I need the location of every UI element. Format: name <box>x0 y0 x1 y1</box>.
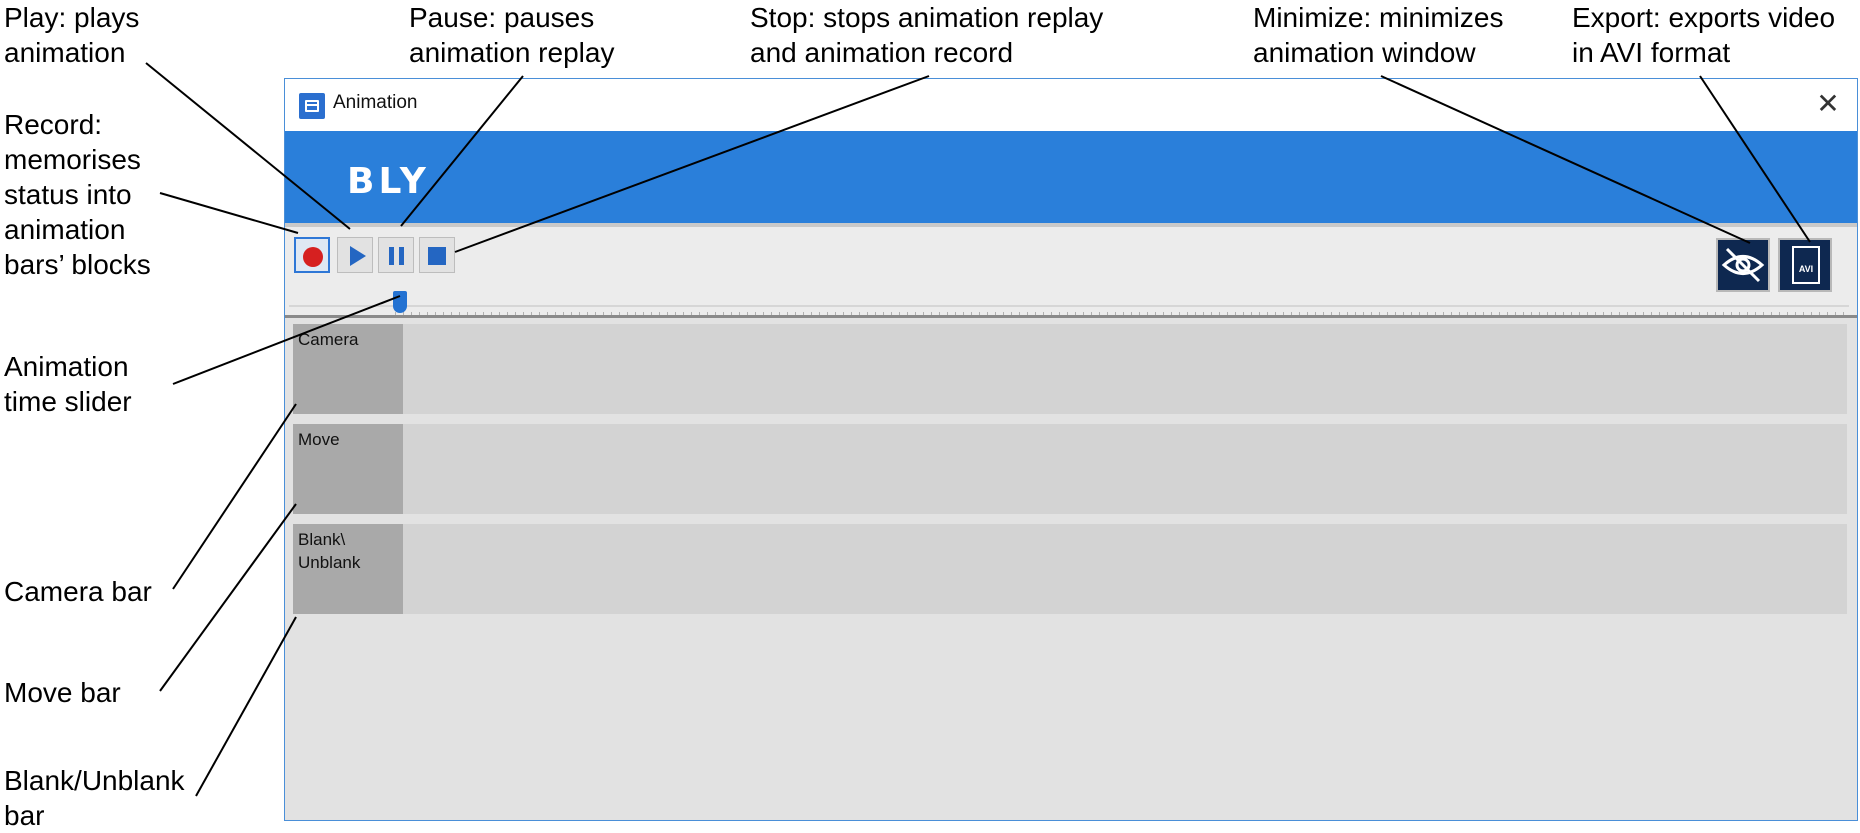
logo-text: BLY <box>347 161 430 199</box>
camera-bar[interactable]: Camera <box>293 324 1847 414</box>
pause-button[interactable] <box>378 237 414 273</box>
avi-icon-label: AVI <box>1798 264 1814 274</box>
record-icon <box>303 247 323 267</box>
annotation-camera-bar: Camera bar <box>4 576 152 607</box>
stop-button[interactable] <box>419 237 455 273</box>
time-slider-track[interactable] <box>289 305 1849 307</box>
annotation-record: Record: memorises status into animation … <box>4 109 151 280</box>
annotation-pause: Pause: pauses animation replay <box>409 2 615 68</box>
play-button[interactable] <box>337 237 373 273</box>
time-slider-thumb[interactable] <box>393 291 407 313</box>
export-avi-button[interactable]: AVI <box>1778 238 1832 292</box>
minimize-button[interactable] <box>1716 238 1770 292</box>
avi-file-icon: AVI <box>1792 246 1820 284</box>
bly-logo: BLY <box>347 161 430 199</box>
annotation-play: Play: plays animation <box>4 2 140 68</box>
annotation-stop: Stop: stops animation replay and animati… <box>750 2 1104 68</box>
annotation-minimize: Minimize: minimizes animation window <box>1253 2 1504 68</box>
title-bar: Animation ✕ <box>285 79 1857 131</box>
close-icon[interactable]: ✕ <box>1816 88 1840 119</box>
window-title: Animation <box>333 92 418 113</box>
move-bar-label: Move <box>293 424 403 514</box>
move-bar[interactable]: Move <box>293 424 1847 514</box>
annotation-blank-bar: Blank/Unblank bar <box>4 765 185 831</box>
animation-window: Animation ✕ BLY <box>284 78 1858 821</box>
eye-slash-icon <box>1721 247 1765 283</box>
blank-unblank-bar[interactable]: Blank\ Unblank <box>293 524 1847 614</box>
camera-bar-label: Camera <box>293 324 403 414</box>
animation-bars: Camera Move Blank\ Unblank <box>285 315 1857 820</box>
play-icon <box>350 246 366 266</box>
blank-unblank-bar-label: Blank\ Unblank <box>293 524 403 614</box>
record-button[interactable] <box>294 237 330 273</box>
app-window-icon <box>299 93 325 119</box>
stop-icon <box>428 247 446 265</box>
annotation-export: Export: exports video in AVI format <box>1572 2 1836 68</box>
header-banner: BLY <box>285 131 1857 223</box>
annotation-slider: Animation time slider <box>4 351 132 417</box>
annotation-move-bar: Move bar <box>4 677 121 708</box>
